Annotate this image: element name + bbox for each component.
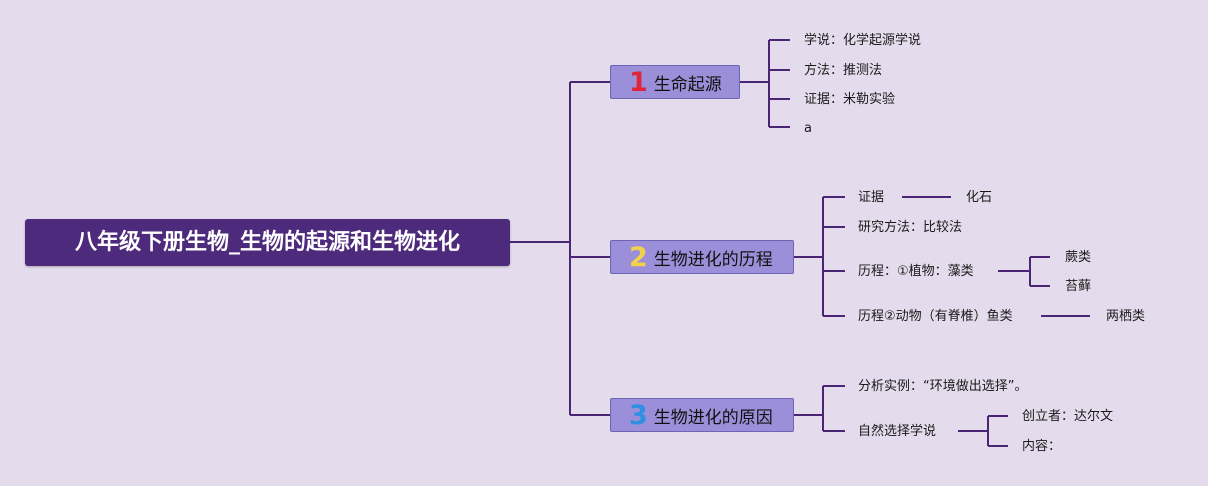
leaf-method[interactable]: 方法：推测法 bbox=[804, 63, 883, 78]
branch-label: 生物进化的原因 bbox=[653, 407, 773, 428]
leaf-evidence[interactable]: 证据 bbox=[858, 190, 885, 205]
leaf-research-method[interactable]: 研究方法：比较法 bbox=[858, 220, 963, 235]
leaf-moss[interactable]: 苔藓 bbox=[1065, 279, 1092, 294]
number-2-icon: 2 bbox=[629, 241, 648, 273]
branch-evolution-cause[interactable]: 3 生物进化的原因 bbox=[610, 398, 794, 432]
leaf-fossil[interactable]: 化石 bbox=[966, 190, 993, 205]
leaf-natural-selection[interactable]: 自然选择学说 bbox=[858, 424, 937, 439]
leaf-evidence[interactable]: 证据：米勒实验 bbox=[804, 92, 896, 107]
branch-label: 生物进化的历程 bbox=[653, 249, 773, 270]
root-topic[interactable]: 八年级下册生物_生物的起源和生物进化 bbox=[25, 219, 510, 266]
leaf-example-analysis[interactable]: 分析实例：“环境做出选择”。 bbox=[858, 379, 1028, 394]
branch-label: 生命起源 bbox=[653, 74, 722, 95]
leaf-founder[interactable]: 创立者：达尔文 bbox=[1022, 409, 1114, 424]
number-3-icon: 3 bbox=[629, 399, 648, 431]
leaf-plants[interactable]: 历程：①植物：藻类 bbox=[858, 264, 974, 279]
leaf-theory[interactable]: 学说：化学起源学说 bbox=[804, 33, 922, 48]
branch-evolution-history[interactable]: 2 生物进化的历程 bbox=[610, 240, 794, 274]
leaf-ferns[interactable]: 蕨类 bbox=[1065, 250, 1092, 265]
number-1-icon: 1 bbox=[629, 66, 648, 98]
branch-origin-of-life[interactable]: 1 生命起源 bbox=[610, 65, 740, 99]
leaf-a[interactable]: a bbox=[804, 121, 812, 136]
root-topic-label: 八年级下册生物_生物的起源和生物进化 bbox=[74, 230, 460, 255]
leaf-animals[interactable]: 历程②动物（有脊椎）鱼类 bbox=[858, 309, 1013, 324]
leaf-amphibians[interactable]: 两栖类 bbox=[1106, 309, 1146, 324]
leaf-content[interactable]: 内容： bbox=[1022, 439, 1062, 454]
